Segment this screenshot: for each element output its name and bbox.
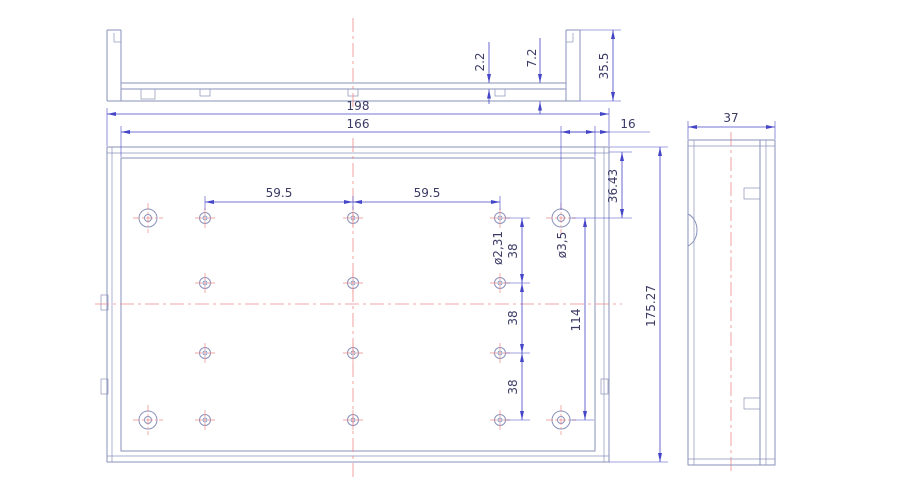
- dim-row-gap-1: 38: [506, 243, 520, 258]
- dim-small-hole-diameter: ø2,31: [491, 231, 505, 265]
- clip: [743, 397, 761, 410]
- small-hole: [194, 207, 216, 229]
- dim-hole-pitch-right: 59.5: [414, 186, 441, 200]
- dim-inner-width: 166: [347, 117, 370, 131]
- clip: [100, 294, 109, 311]
- small-hole: [194, 342, 216, 364]
- dim-row-gap-2: 38: [506, 310, 520, 325]
- centerlines: [95, 18, 732, 478]
- dim-large-hole-diameter: ø3,5: [555, 232, 569, 258]
- top-view: [106, 29, 581, 102]
- dim-hole-span: 114: [569, 309, 583, 332]
- side-view: [687, 139, 776, 466]
- clip: [100, 378, 109, 395]
- clip: [600, 378, 609, 395]
- small-hole: [194, 272, 216, 294]
- dim-hole-pitch-left: 59.5: [266, 186, 293, 200]
- small-hole: [194, 409, 216, 431]
- dim-lip-thickness: 2.2: [473, 52, 487, 71]
- clip: [743, 187, 761, 200]
- dim-side-depth: 37: [723, 111, 738, 125]
- dim-base-height: 7.2: [525, 48, 539, 67]
- front-view: [100, 146, 610, 463]
- dim-overall-height: 175.27: [644, 285, 658, 327]
- dim-top-to-first-row: 36.43: [606, 169, 620, 203]
- boss: [140, 88, 156, 100]
- top-view-dimensions: 2.2 7.2 35.5: [473, 29, 621, 114]
- dim-row-gap-3: 38: [506, 379, 520, 394]
- side-view-dimensions: 37: [687, 111, 776, 139]
- boss: [494, 88, 506, 97]
- dim-outer-width: 198: [347, 99, 370, 113]
- dim-overall-depth-height: 35.5: [597, 53, 611, 80]
- front-view-dimensions: 198 166 16 36.43 175.27 114 59.5 59.5: [106, 99, 668, 463]
- side-notch: [687, 213, 698, 247]
- boss: [199, 88, 211, 97]
- dim-edge-margin: 16: [620, 117, 635, 131]
- large-hole: [132, 404, 164, 436]
- large-hole: [132, 202, 164, 234]
